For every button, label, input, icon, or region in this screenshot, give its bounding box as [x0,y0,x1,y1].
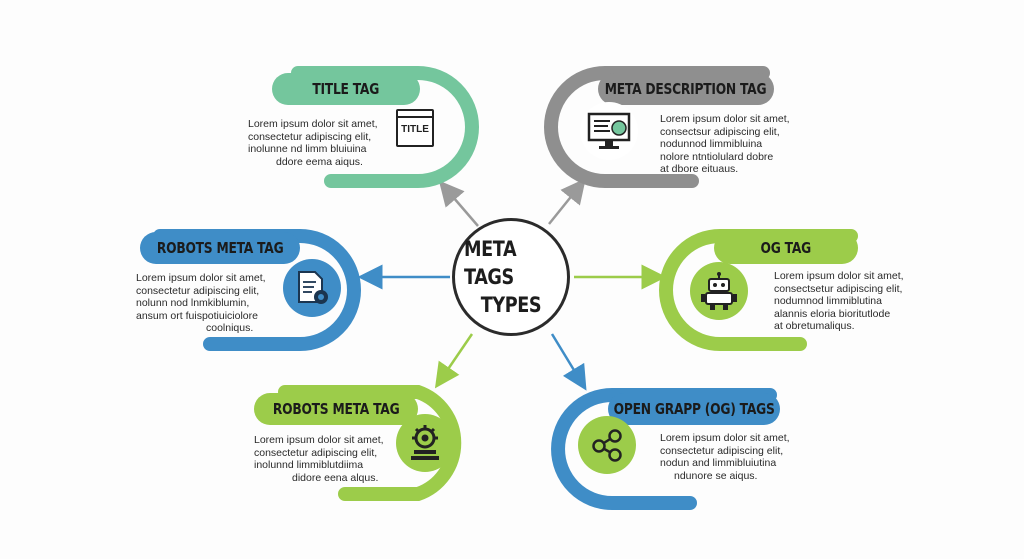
card-meta-description-header: META DESCRIPTION TAG [598,73,774,105]
card-title-tag-text: Lorem ipsum dolor sit amet, consectetur … [248,118,378,168]
card-meta-description-line-5: at dbore eituaus. [660,163,739,176]
og-robot-icon [690,262,748,320]
card-robots-top-text: Lorem ipsum dolor sit amet, consectetur … [136,272,266,335]
card-og-tag-line-2: consectsetur adipiscing elit, [774,282,903,295]
card-og-tag-title: OG TAG [760,239,812,257]
card-robots-top-title: ROBOTS META TAG [156,239,284,257]
card-open-graph-line-3: nodun and limmibluiutina [660,457,777,470]
card-og-tag-text: Lorem ipsum dolor sit amet, consectsetur… [774,270,904,333]
center-circle: META TAGS TYPES [452,218,570,336]
card-meta-description-title: META DESCRIPTION TAG [605,80,767,98]
card-open-graph-header: OPEN GRAPP (OG) TAGS [608,393,780,425]
card-og-tag-header: OG TAG [714,232,858,264]
card-meta-description-line-4: nolore ntntiolulard dobre [660,150,774,163]
card-robots-top-line-4: ansum ort fuispotiuiciolore [136,309,258,322]
card-robots-bottom-line-3: inolunnd limmiblutdiima [254,459,364,472]
card-robots-bottom-text: Lorem ipsum dolor sit amet, consectetur … [254,434,384,484]
card-title-tag-line-1: Lorem ipsum dolor sit amet, [248,118,378,130]
card-robots-bottom-line-4: didore eena alqus. [292,471,379,484]
card-open-graph-line-1: Lorem ipsum dolor sit amet, [660,432,790,444]
title-tag-icon-label: TITLE [401,124,429,135]
card-robots-top-line-1: Lorem ipsum dolor sit amet, [136,272,266,284]
card-og-tag-line-5: at obretumaliqus. [774,320,855,333]
arrow-to-meta-description [548,178,586,225]
card-meta-description-line-3: nodunnod limmibluina [660,138,763,151]
open-graph-share-icon [578,416,636,474]
robots-document-gear-icon [283,259,341,317]
center-title-line-2: TYPES [480,293,542,317]
card-og-tag-line-1: Lorem ipsum dolor sit amet, [774,270,904,282]
card-robots-top-line-3: nolunn nod lnmkiblumin, [136,297,250,310]
card-robots-top-header: ROBOTS META TAG [140,232,300,264]
card-open-graph-title: OPEN GRAPP (OG) TAGS [613,400,775,418]
card-robots-bottom-line-2: consectetur adipiscing elit, [254,446,378,459]
card-title-tag-line-4: ddore eema aiqus. [276,155,363,168]
card-robots-top-line-5: coolniqus. [206,322,254,335]
meta-description-monitor-icon [580,102,638,160]
card-open-graph-text: Lorem ipsum dolor sit amet, consectetur … [660,432,790,482]
card-robots-top-line-2: consectetur adipiscing elit, [136,284,260,297]
card-meta-description-line-2: consectsur adipiscing elit, [660,125,780,138]
center-title-line-1: META TAGS [463,237,517,289]
card-title-tag-line-3: inolunne nd limm bluiuina [248,143,367,156]
arrow-to-robots-bottom [434,333,474,389]
robots-bottom-gear-icon [396,414,454,472]
card-robots-bottom-line-1: Lorem ipsum dolor sit amet, [254,434,384,446]
card-robots-bottom-title: ROBOTS META TAG [272,400,400,418]
card-meta-description-line-1: Lorem ipsum dolor sit amet, [660,113,790,125]
title-tag-browser-icon: TITLE [396,109,434,147]
card-title-tag-header: TITLE TAG [272,73,420,105]
card-meta-description-text: Lorem ipsum dolor sit amet, consectsur a… [660,113,790,176]
card-og-tag-line-4: alannis eloria bioritutlode [774,307,891,320]
card-open-graph-line-2: consectetur adipiscing elit, [660,444,784,457]
card-title-tag-line-2: consectetur adipiscing elit, [248,130,372,143]
arrow-to-open-graph [550,333,587,391]
card-title-tag-title: TITLE TAG [312,80,380,98]
arrow-to-title-tag [438,180,479,227]
card-robots-bottom-header: ROBOTS META TAG [254,393,418,425]
card-open-graph-line-4: ndunore se aiqus. [674,469,758,482]
card-og-tag-line-3: nodumnod limmiblutina [774,295,882,308]
